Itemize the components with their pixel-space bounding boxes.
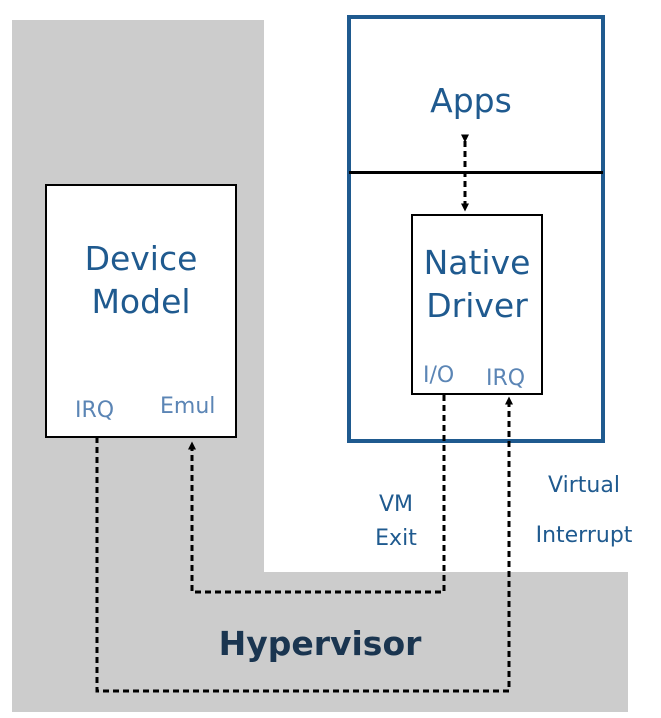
- native-driver-title-line1: Native: [423, 243, 531, 282]
- device-model-emul-label: Emul: [160, 394, 216, 419]
- virtual-interrupt-path: [95, 396, 513, 693]
- native-driver-io-label: I/O: [423, 363, 455, 388]
- vm-exit-label-line1: VM: [378, 492, 414, 517]
- hypervisor-region: [12, 572, 628, 712]
- vm-exit-label-line2: Exit: [375, 526, 417, 551]
- vm-exit-path: [188, 395, 446, 594]
- device-model-title-line2: Model: [91, 282, 191, 321]
- native-driver-irq-label: IRQ: [486, 366, 526, 391]
- guest-kernel-divider: [349, 171, 603, 174]
- virtual-interrupt-label-line2: Interrupt: [535, 523, 633, 548]
- device-model-title-line1: Device: [84, 239, 198, 278]
- device-model-box: [45, 184, 237, 438]
- native-driver-title-line2: Driver: [426, 286, 528, 325]
- apps-label: Apps: [430, 81, 512, 120]
- hypervisor-label: Hypervisor: [218, 624, 422, 663]
- device-model-irq-label: IRQ: [75, 398, 115, 423]
- native-driver-box: [411, 214, 543, 395]
- virtual-interrupt-label-line1: Virtual: [548, 473, 620, 498]
